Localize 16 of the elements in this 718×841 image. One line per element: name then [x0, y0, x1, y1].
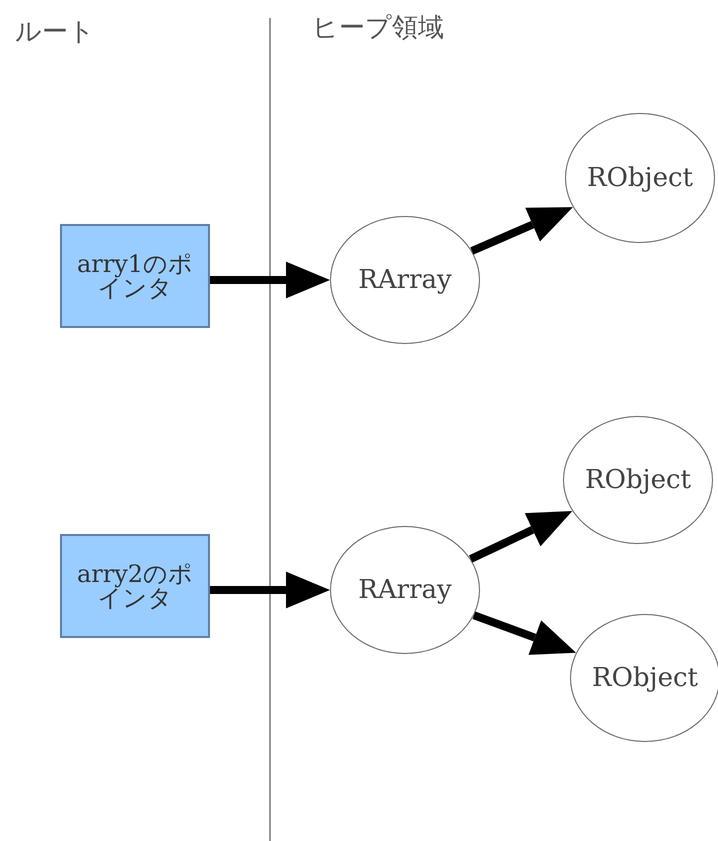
arrow [210, 262, 330, 298]
arrow [472, 612, 576, 655]
node-label: RArray [358, 267, 452, 293]
arrow [470, 207, 573, 255]
node-label: RArray [358, 577, 452, 603]
node-label: RObject [592, 665, 698, 691]
node-label: RObject [587, 165, 693, 191]
arrow [210, 572, 330, 608]
node-label: arry2のポインタ [76, 562, 194, 610]
node-label: arry1のポインタ [76, 252, 194, 300]
node-label: RObject [585, 467, 691, 493]
pointer-box [60, 224, 210, 328]
arrow [468, 510, 572, 563]
pointer-box [60, 534, 210, 638]
region-heading: ルート [15, 16, 95, 49]
region-heading: ヒープ領域 [312, 12, 444, 45]
